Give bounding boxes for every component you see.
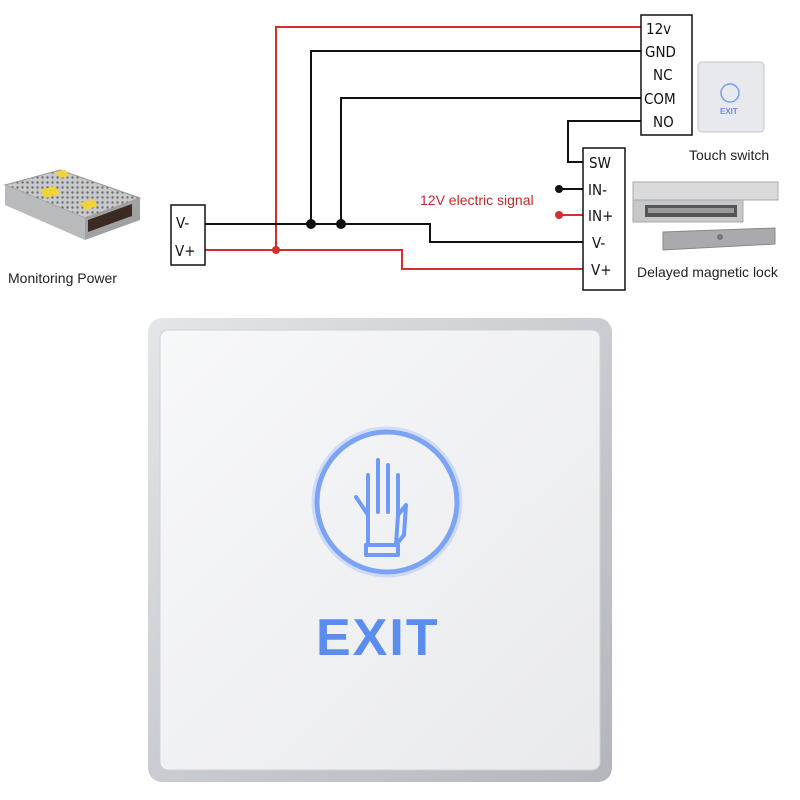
terminal-in-plus: IN+ xyxy=(588,207,613,225)
signal-label: 12V electric signal xyxy=(420,192,534,208)
wire-com xyxy=(340,97,641,224)
terminal-no: NO xyxy=(653,113,674,131)
thumbnail-exit-label: EXIT xyxy=(720,107,738,116)
touch-switch-thumbnail: EXIT xyxy=(697,61,765,133)
terminal-nc: NC xyxy=(653,66,673,84)
junction-dot xyxy=(336,219,346,229)
in-minus-dot xyxy=(555,185,563,193)
power-terminal-v-minus: V- xyxy=(176,214,189,232)
wire-gnd xyxy=(310,50,641,224)
terminal-v-minus: V- xyxy=(592,234,605,252)
junction-dot xyxy=(306,219,316,229)
wire-12v xyxy=(275,26,641,250)
touch-switch-terminal-block xyxy=(640,14,693,136)
terminal-in-minus: IN- xyxy=(588,181,607,199)
power-supply-image xyxy=(3,169,142,240)
terminal-12v: 12v xyxy=(646,20,671,38)
wire-v-minus xyxy=(205,223,583,243)
in-plus-dot xyxy=(555,211,563,219)
terminal-sw: SW xyxy=(589,154,611,172)
wires xyxy=(205,26,641,270)
wire-no xyxy=(567,120,641,163)
power-terminal-block xyxy=(170,204,206,266)
exit-label: EXIT xyxy=(316,609,440,667)
terminal-v-plus: V+ xyxy=(591,261,612,279)
power-caption: Monitoring Power xyxy=(8,270,117,286)
wire-v-plus xyxy=(205,249,583,270)
junction-dot xyxy=(272,246,280,254)
exit-switch-product: EXIT xyxy=(148,318,612,782)
touch-ring xyxy=(314,429,460,575)
lock-terminal-block xyxy=(582,147,626,291)
lock-caption: Delayed magnetic lock xyxy=(637,264,779,280)
hand-icon xyxy=(354,458,408,557)
terminal-gnd: GND xyxy=(645,43,676,61)
terminal-com: COM xyxy=(644,90,676,108)
touch-switch-caption: Touch switch xyxy=(689,147,769,163)
magnetic-lock-image xyxy=(632,181,779,251)
power-terminal-v-plus: V+ xyxy=(175,242,196,260)
